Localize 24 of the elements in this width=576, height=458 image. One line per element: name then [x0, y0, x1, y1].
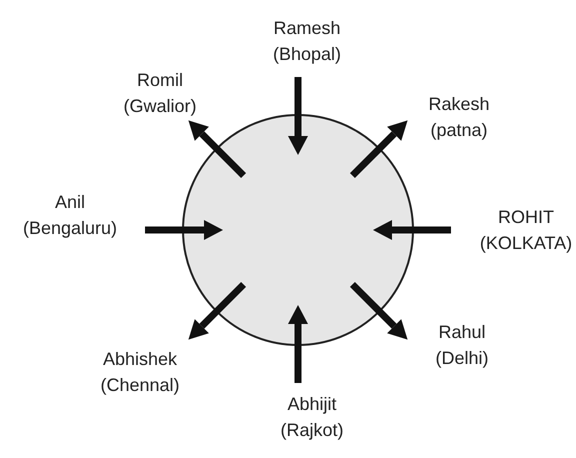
person-name: Rakesh: [428, 93, 490, 116]
arrow: [373, 220, 451, 240]
person-name: Anil: [54, 191, 86, 214]
place-name: (Bhopal): [272, 43, 342, 66]
arrow: [350, 120, 408, 178]
arrow: [288, 77, 308, 155]
arrow: [188, 120, 246, 178]
person-name: Ramesh: [272, 17, 342, 40]
arrow: [145, 220, 223, 240]
person-name: ROHIT: [497, 206, 555, 229]
place-name: (Rajkot): [280, 419, 344, 442]
person-name: Abhijit: [286, 393, 338, 416]
arrow: [350, 282, 408, 340]
place-name: (Delhi): [436, 347, 488, 370]
place-name: (Gwalior): [124, 95, 196, 118]
person-name: Rahul: [437, 321, 486, 344]
place-name: (Bengaluru): [22, 217, 118, 240]
person-name: Romil: [136, 69, 184, 92]
place-name: (patna): [429, 119, 489, 142]
place-name: (Chennal): [100, 374, 180, 397]
place-name: (KOLKATA): [480, 232, 572, 255]
arrow: [188, 282, 246, 340]
person-name: Abhishek: [102, 348, 178, 371]
arrow: [288, 305, 308, 383]
